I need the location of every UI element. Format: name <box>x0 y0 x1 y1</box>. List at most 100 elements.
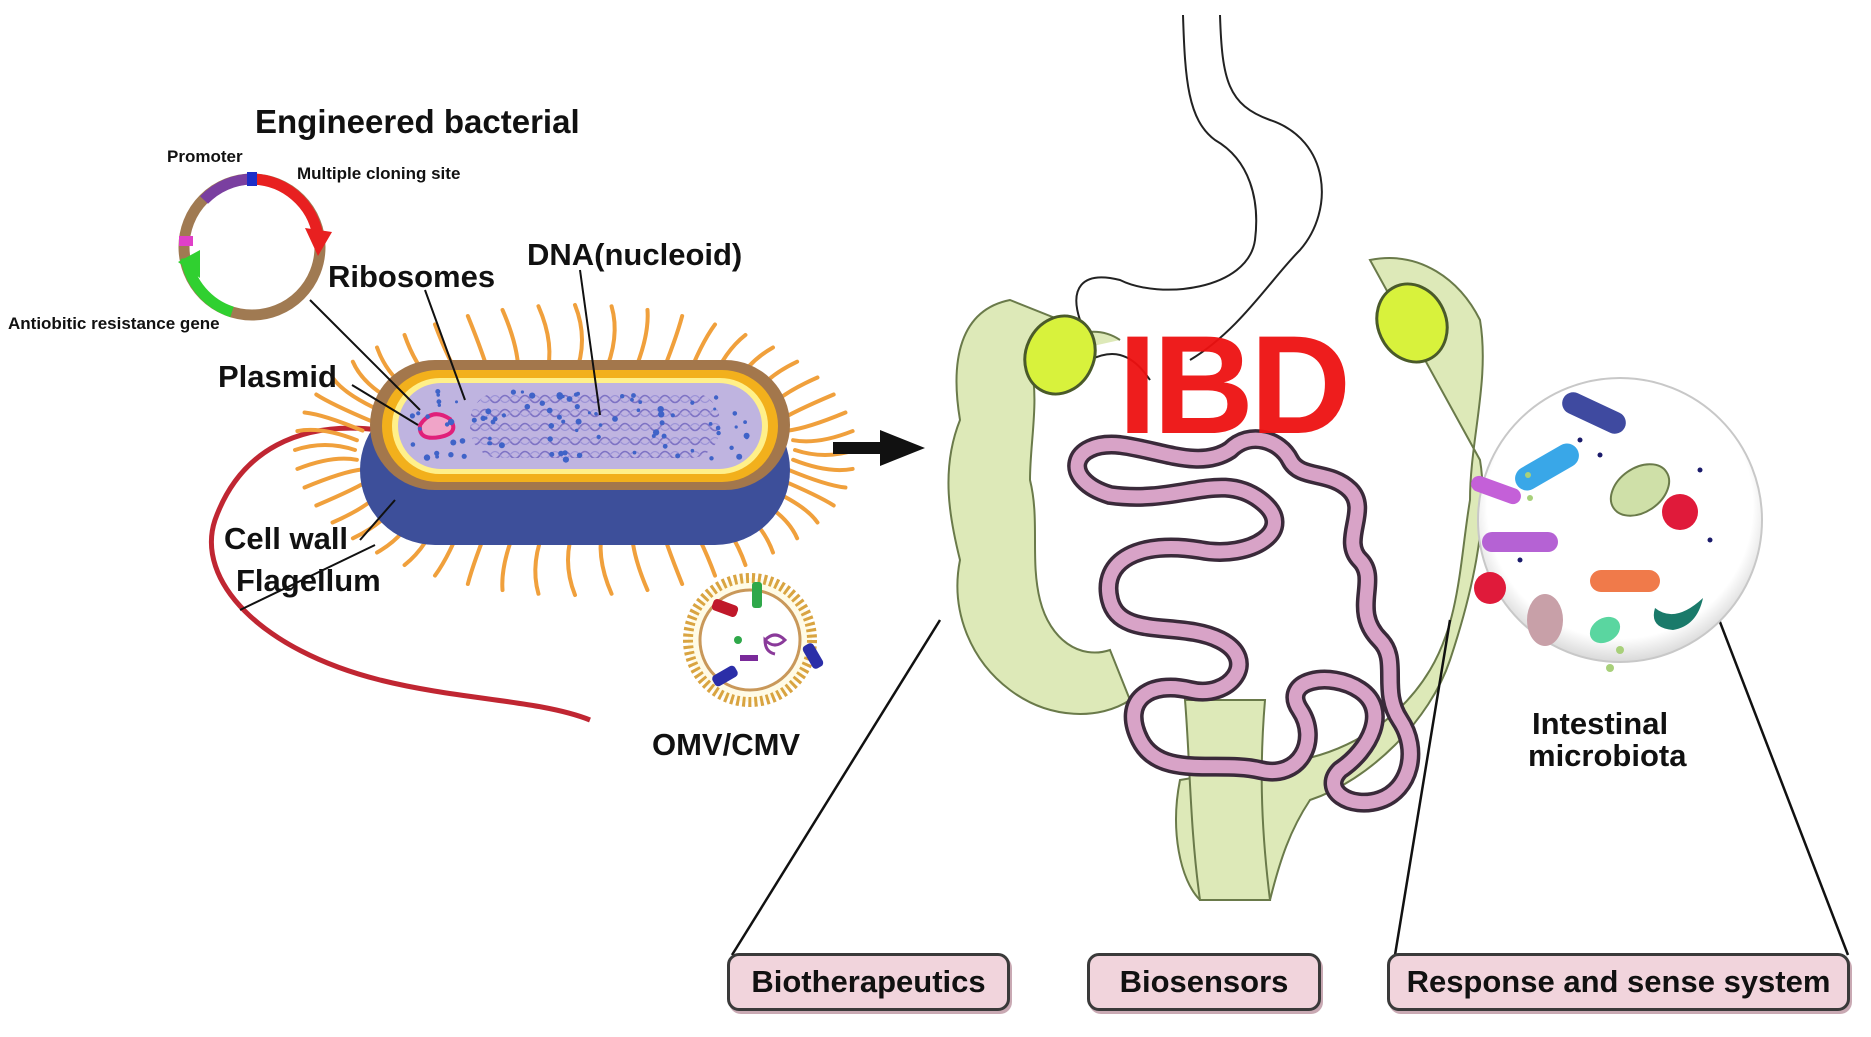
ribosome-dot <box>561 419 566 424</box>
ribosome-dot <box>556 392 563 399</box>
label-multiple-cloning-site: Multiple cloning site <box>297 164 461 183</box>
label-omv-cmv: OMV/CMV <box>652 727 801 762</box>
ribosome-dot <box>434 450 440 456</box>
ribosome-dot <box>729 445 734 450</box>
transfer-arrow <box>833 430 925 466</box>
ribosome-dot <box>461 453 467 459</box>
label-dna-nucleoid: DNA(nucleoid) <box>527 237 743 272</box>
pilus <box>302 410 365 433</box>
ribosome-dot <box>562 456 570 463</box>
ribosome-dot <box>709 456 714 461</box>
ribosome-dot <box>410 442 416 447</box>
ribosome-dot <box>488 436 492 441</box>
ribosome-dot <box>448 452 454 458</box>
ribosome-dot <box>713 395 719 400</box>
ribosome-dot <box>435 454 439 459</box>
ribosome-dot <box>734 425 738 429</box>
ribosome-dot <box>575 428 579 433</box>
ribosome-dot <box>596 434 601 440</box>
ribosome-dot <box>450 439 457 446</box>
ribosome-dot <box>492 416 498 422</box>
pilus <box>293 443 357 452</box>
ribosome-dot <box>498 442 505 449</box>
ribosome-dot <box>661 433 667 439</box>
ribosome-dot <box>576 452 583 458</box>
ribosome-dot <box>638 400 643 404</box>
ribosome-dot <box>471 417 477 423</box>
ribosome-dot <box>713 407 717 411</box>
omv-vesicle <box>683 573 824 707</box>
ribosome-dot <box>487 441 492 446</box>
ribosome-dot <box>708 422 713 426</box>
ribosome-dot <box>598 423 603 427</box>
ribosome-dot <box>632 450 637 455</box>
ribosome-dot <box>690 400 695 405</box>
ribosome-dot <box>558 450 564 457</box>
ribosome-dot <box>549 451 555 457</box>
ribosome-dot <box>416 411 421 416</box>
colon-section-right <box>1375 282 1449 364</box>
pointer-lines <box>239 269 601 611</box>
ribosome-dot <box>732 411 738 416</box>
ribosome-dot <box>556 414 562 420</box>
ribosome-dot <box>620 394 625 399</box>
ribosome-dot <box>485 408 492 415</box>
ribosome-dot <box>587 411 591 415</box>
ribosome-dot <box>566 396 573 402</box>
ribosome-dot <box>745 435 749 440</box>
ribosome-dot <box>657 406 664 413</box>
ribosome-dot <box>631 393 636 398</box>
box-biotherapeutics: Biotherapeutics <box>727 953 1010 1011</box>
ribosome-dot <box>409 413 415 419</box>
ribosome-dot <box>423 454 431 461</box>
pilus <box>295 456 359 471</box>
ibd-label: IBD <box>1118 306 1351 463</box>
ribosome-dot <box>417 426 422 431</box>
ribosome-dot <box>736 453 743 460</box>
label-ribosomes: Ribosomes <box>328 259 496 294</box>
ribosome-dot <box>573 392 579 397</box>
label-antibiotic-resistance: Antiobitic resistance gene <box>8 314 220 333</box>
ribosome-dot <box>484 416 488 420</box>
ribosome-dot <box>501 413 506 418</box>
ribosome-dot <box>455 400 458 404</box>
ribosome-dot <box>425 414 430 419</box>
ribosome-dot <box>546 407 553 414</box>
ribosome-dot <box>539 400 545 406</box>
ribosome-dot <box>520 390 525 394</box>
ribosome-dot <box>636 408 641 413</box>
ribosome-dot <box>715 425 721 431</box>
plasmid-ring <box>178 172 332 321</box>
ribosome-dot <box>630 397 634 402</box>
title-engineered-bacterial: Engineered bacterial <box>255 103 580 140</box>
ribosome-dot <box>436 393 441 397</box>
ribosome-dot <box>547 436 553 442</box>
ribosome-dot <box>575 418 582 425</box>
label-cell-wall: Cell wall <box>224 521 349 556</box>
ribosome-dot <box>594 412 598 416</box>
pilus <box>785 467 848 490</box>
box-response-sense-system: Response and sense system <box>1387 953 1850 1011</box>
ribosome-dot <box>459 438 466 444</box>
label-plasmid: Plasmid <box>218 359 337 394</box>
ribosome-dot <box>658 411 665 418</box>
pilus <box>791 457 855 473</box>
ribosome-dot <box>743 420 747 424</box>
ribosome-dot <box>690 448 695 453</box>
pilus <box>785 410 848 433</box>
ribosome-dot <box>675 453 681 459</box>
box-biosensors: Biosensors <box>1087 953 1321 1011</box>
label-promoter: Promoter <box>167 147 243 166</box>
ribosome-dot <box>435 389 441 394</box>
pilus <box>295 427 359 443</box>
ribosome-dot <box>436 399 442 405</box>
pilus <box>302 467 365 490</box>
ribosome-dot <box>437 403 441 407</box>
ribosome-dot <box>529 392 536 399</box>
ribosome-dot <box>716 430 721 436</box>
label-microbiota: microbiota <box>1528 738 1687 773</box>
ribosome-dot <box>447 418 455 426</box>
ribosome-dot <box>652 429 660 436</box>
ribosome-dot <box>662 443 668 449</box>
pilus <box>791 429 855 444</box>
